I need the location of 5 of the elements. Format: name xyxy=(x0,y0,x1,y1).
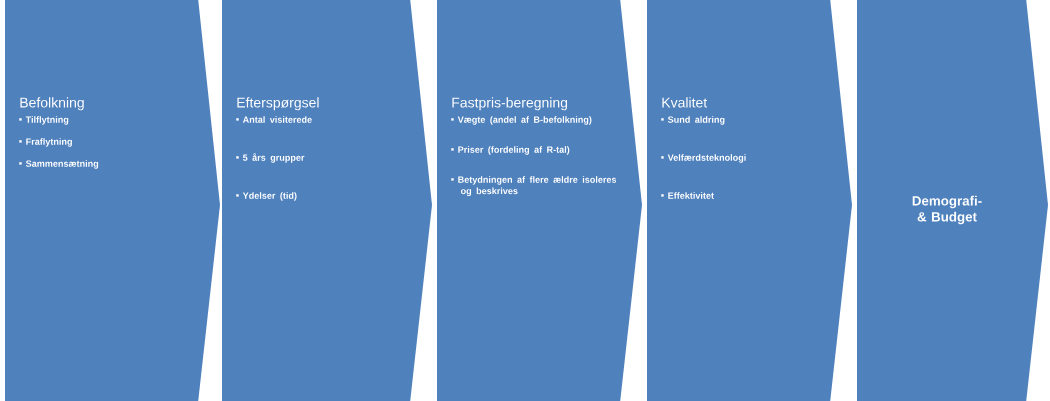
process-step: Fastpris-beregning Vægte (andel af B-befolkning) Priser (fordeling af R-tal) Betydningen af flere ældre isoleres og beskrives xyxy=(437,0,642,401)
process-step: Demografi- & Budget xyxy=(857,0,1048,401)
process-step: Befolkning Tilflytning Fraflytning Sammensætning xyxy=(5,0,220,401)
process-step: Efterspørgsel Antal visiterede 5 års grupper Ydelser (tid) xyxy=(222,0,432,401)
process-step: Kvalitet Sund aldring Velfærdsteknologi Effektivitet xyxy=(647,0,852,401)
